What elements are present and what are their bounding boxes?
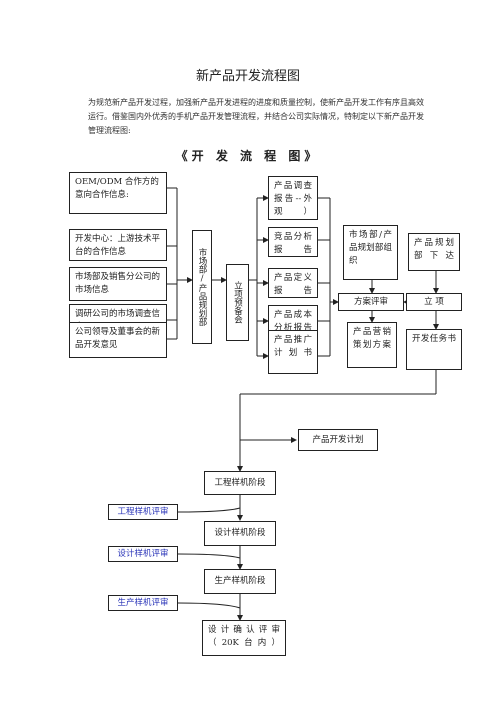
intro-paragraph: 为规范新产品开发过程，加强新产品开发进程的进度和质量控制，使新产品开发工作有序且… [88, 98, 424, 135]
design-confirm-review: 设计确认评审（20K台内） [202, 620, 286, 656]
stage-production: 生产样机阶段 [204, 569, 276, 594]
report-survey: 产品调查报告--外观） [268, 176, 318, 220]
input-dev-center: 开发中心：上游技术平台的合作信息 [69, 229, 167, 261]
report-promotion: 产品推广计划书 [268, 330, 318, 374]
page-title: 新产品开发流程图 [195, 69, 300, 84]
planning-org-box: 市场部/产品规划部组织 [343, 225, 398, 280]
review-design: 设计样机评审 [108, 546, 178, 562]
stage-engineering: 工程样机阶段 [204, 471, 276, 495]
review-production: 生产样机评审 [108, 595, 178, 611]
stage-design: 设计样机阶段 [204, 521, 276, 546]
plan-review-box: 方案评审 [338, 293, 404, 311]
market-dept-box: 市场部/产品规划部 [192, 230, 212, 344]
input-leadership: 公司领导及董事会的新品开发意见 [69, 322, 167, 358]
report-competitor: 竞品分析报告 [268, 227, 318, 257]
product-plan-issue-box: 产品规划部下达 [408, 233, 460, 271]
marketing-plan-box: 产品营销策划方案 [347, 322, 397, 368]
flow-title: 《开 发 流 程 图》 [175, 149, 321, 163]
input-market-sales: 市场部及销售分公司的市场信息 [69, 267, 167, 301]
input-oem-odm: OEM/ODM 合作方的意向合作信息: [69, 172, 167, 214]
prep-meeting-label: 立项预备会 [232, 281, 243, 324]
dev-plan-box: 产品开发计划 [298, 429, 378, 451]
market-dept-label: 市场部/产品规划部 [197, 248, 207, 326]
prep-meeting-box: 立项预备会 [226, 264, 249, 341]
dev-task-box: 开发任务书 [406, 329, 462, 370]
report-definition: 产品定义报告 [268, 268, 318, 298]
project-box: 立 项 [406, 293, 462, 311]
review-engineering: 工程样机评审 [108, 504, 178, 520]
